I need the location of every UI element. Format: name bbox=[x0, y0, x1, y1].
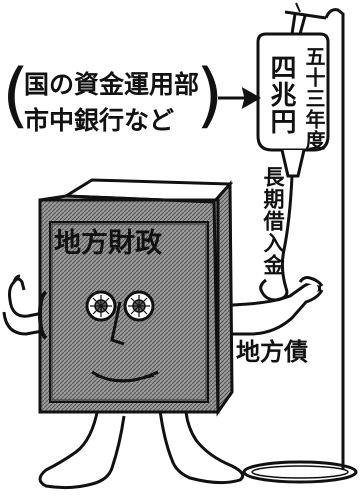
drip-label: 長期借入金 bbox=[261, 166, 285, 276]
source-caption-line2: 市中銀行など bbox=[24, 106, 175, 135]
iv-bag-fiscal-year: 五十三年度 bbox=[302, 46, 326, 151]
flow-arrow bbox=[218, 86, 262, 110]
right-arm bbox=[217, 276, 324, 336]
open-paren: ( bbox=[2, 54, 30, 136]
iv-stand bbox=[242, 2, 358, 484]
safe-face bbox=[85, 290, 159, 383]
source-caption-line1: 国の資金運用部 bbox=[24, 70, 200, 99]
iv-bag-amount: 四兆円 bbox=[266, 54, 296, 135]
close-paren: ) bbox=[196, 54, 224, 136]
iv-bag bbox=[256, 13, 330, 178]
drip-tube bbox=[259, 175, 294, 302]
arm-label: 地方債 bbox=[236, 338, 308, 366]
safe-label: 地方財政 bbox=[54, 228, 162, 259]
legs bbox=[38, 407, 245, 490]
